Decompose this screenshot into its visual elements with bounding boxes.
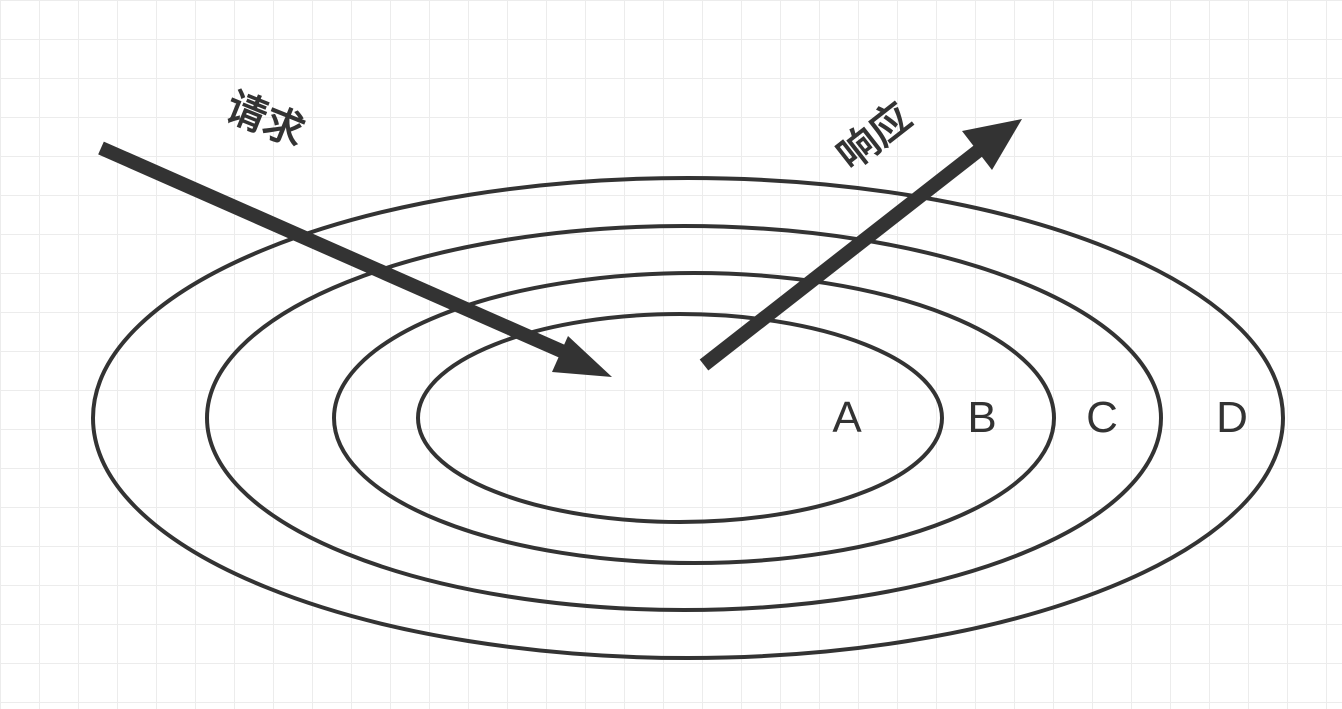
request-arrow-shaft	[98, 141, 569, 360]
response-arrow	[699, 119, 1022, 371]
ring-label-b: B	[967, 393, 996, 442]
ring-a	[416, 312, 944, 524]
ring-label-c: C	[1086, 393, 1118, 442]
ring-label-d: D	[1216, 393, 1248, 442]
request-arrow	[98, 141, 612, 377]
response-arrow-head	[962, 119, 1022, 170]
ring-label-a: A	[832, 393, 862, 442]
response-label: 响应	[829, 94, 920, 180]
ring-b	[332, 271, 1056, 565]
request-arrow-head	[552, 336, 612, 377]
ring-d	[91, 176, 1285, 660]
response-arrow-shaft	[699, 145, 983, 371]
request-label: 请求	[219, 84, 310, 157]
ring-c	[205, 224, 1163, 612]
